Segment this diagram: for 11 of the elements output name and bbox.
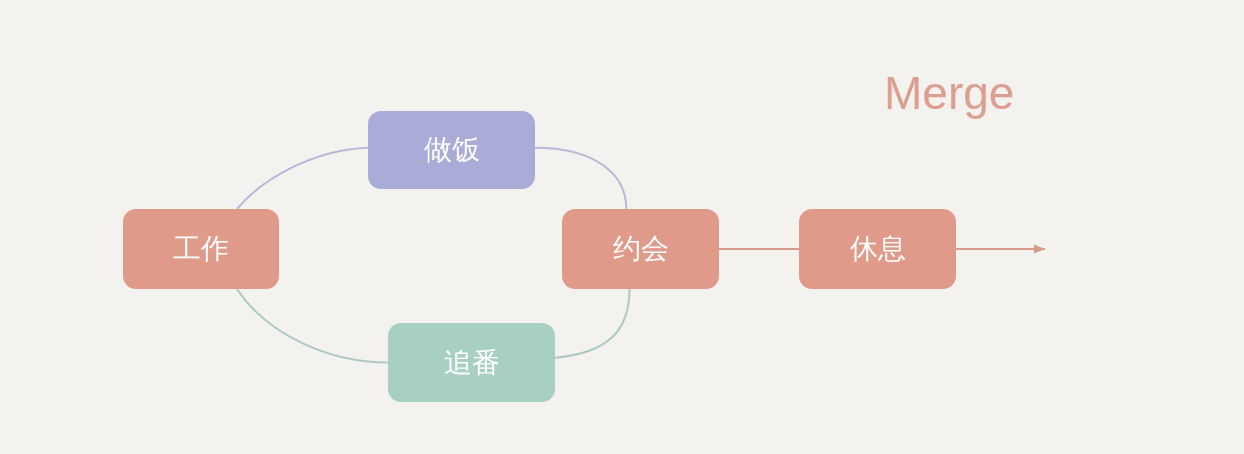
- connector-line: [554, 288, 631, 359]
- process-box: 工作: [123, 209, 279, 289]
- process-box: 追番: [388, 323, 555, 402]
- arrow: [955, 244, 1046, 254]
- process-box: 做饭: [368, 111, 535, 189]
- process-box: 约会: [562, 209, 719, 289]
- connector-line: [235, 146, 369, 210]
- connector-line: [718, 248, 800, 250]
- connector-line: [534, 146, 628, 210]
- connector-line: [235, 288, 389, 364]
- process-box: 休息: [799, 209, 956, 289]
